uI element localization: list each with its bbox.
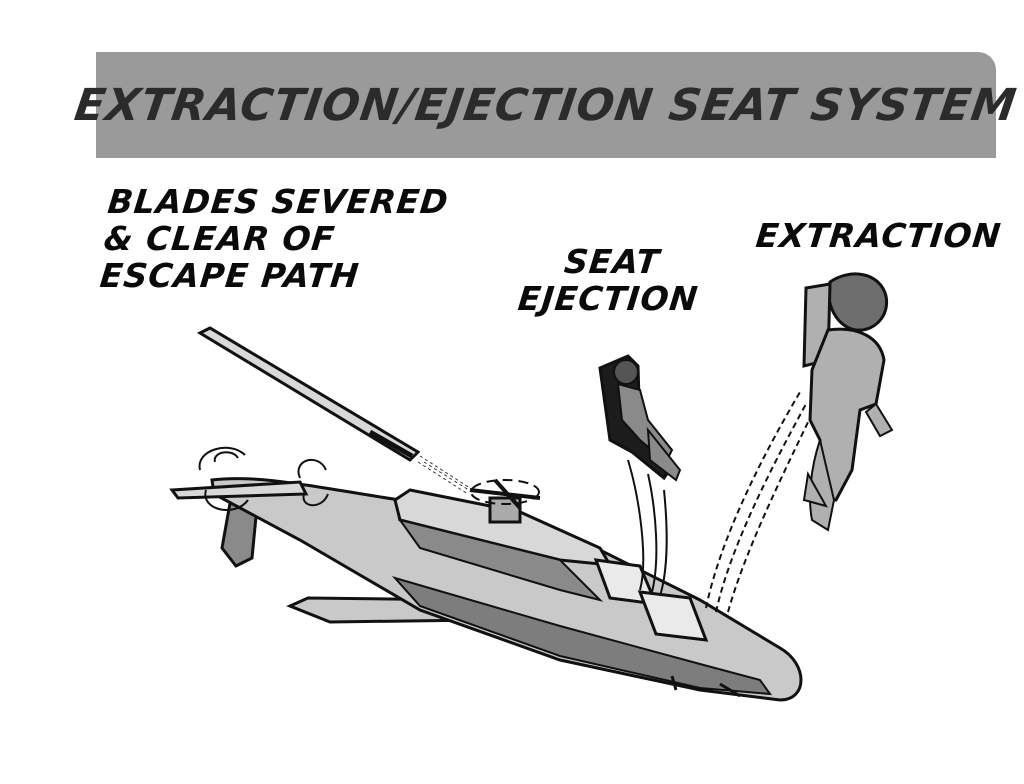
helicopter (169, 446, 803, 702)
severed-blade (196, 326, 473, 495)
extracted-pilot (802, 272, 894, 532)
seat-trajectory-lines (627, 459, 668, 597)
ejection-seat (598, 354, 682, 482)
title-banner: EXTRACTION/EJECTION SEAT SYSTEM (72, 52, 1020, 158)
extraction-trajectory-lines (705, 391, 813, 613)
